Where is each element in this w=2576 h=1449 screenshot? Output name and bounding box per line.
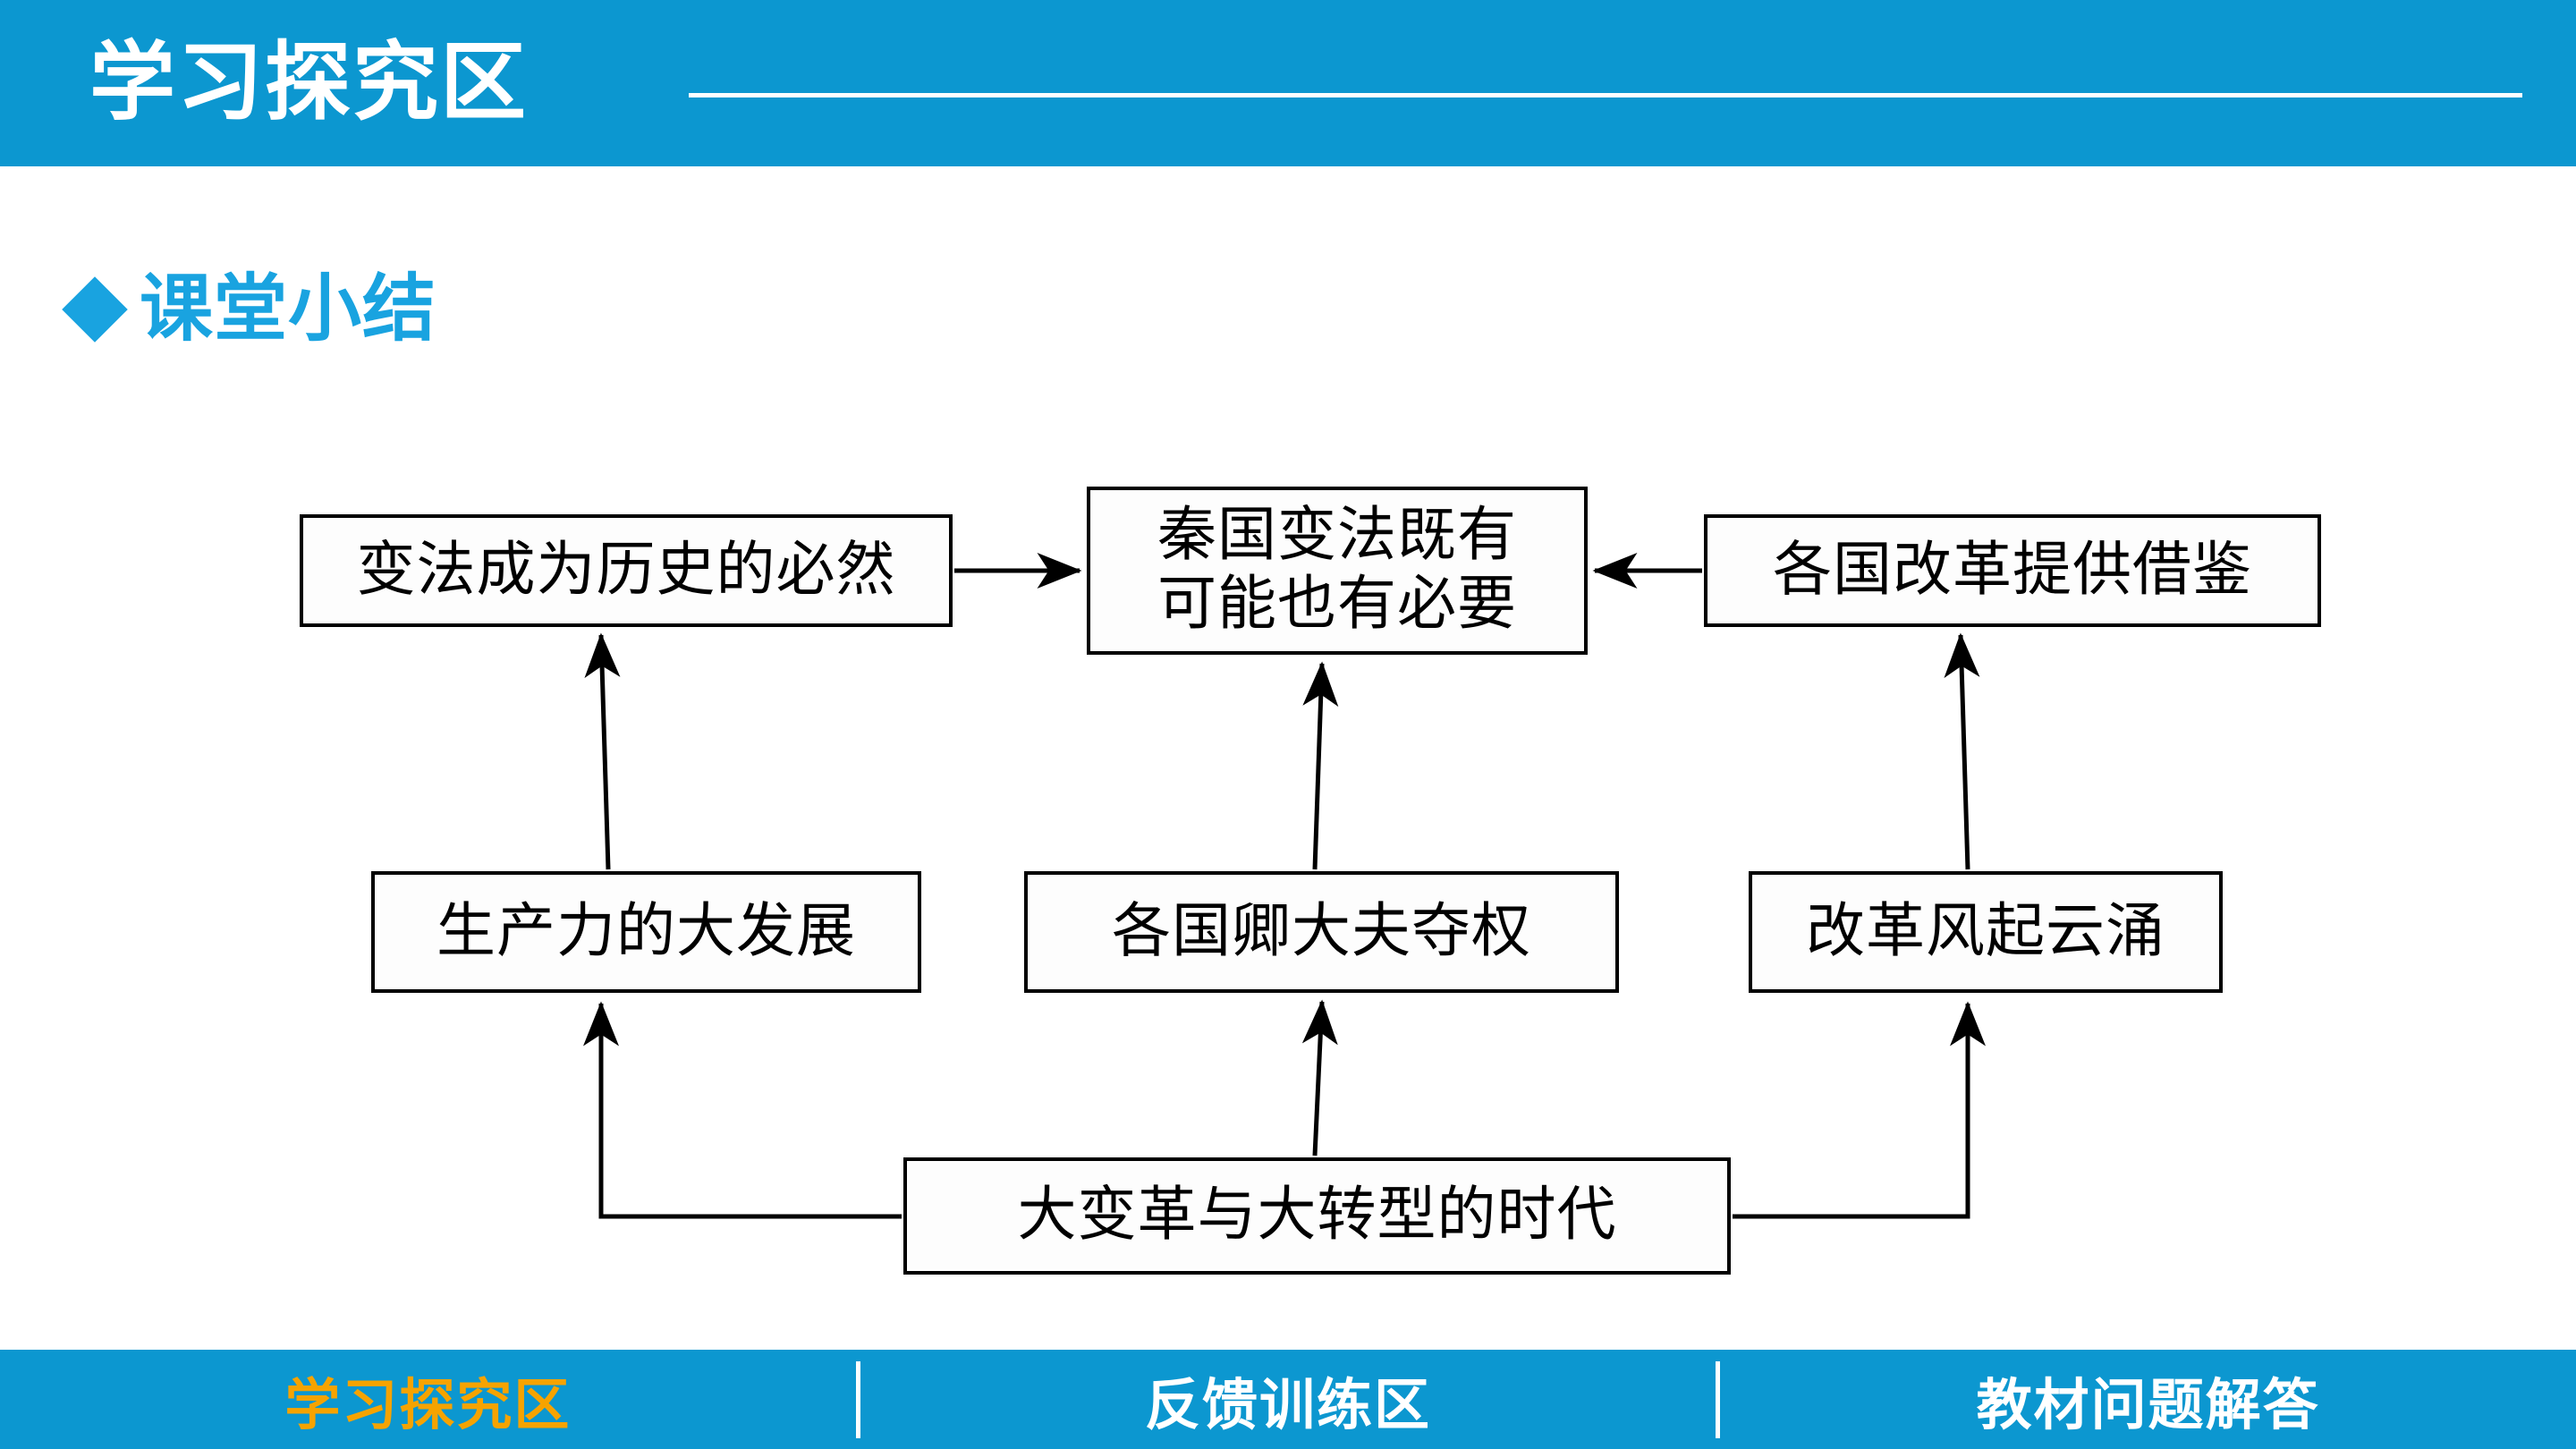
flow-node-n7[interactable]: 大变革与大转型的时代 — [903, 1157, 1731, 1275]
section-heading: 课堂小结 — [62, 265, 437, 354]
edge-n7-to-n5 — [1301, 999, 1338, 1157]
edge-n5-to-n2 — [1302, 661, 1339, 870]
page-title: 学习探究区 — [89, 35, 528, 131]
flow-node-n6[interactable]: 改革风起云涌 — [1749, 871, 2223, 993]
flow-node-n5[interactable]: 各国卿大夫夺权 — [1024, 871, 1619, 993]
header-banner: 学习探究区 — [0, 0, 2576, 166]
edge-n7-to-n6 — [1733, 1001, 1986, 1219]
edge-n4-to-n1 — [584, 632, 621, 870]
flow-node-n3[interactable]: 各国改革提供借鉴 — [1704, 514, 2321, 627]
flow-node-n2[interactable]: 秦国变法既有 可能也有必要 — [1087, 487, 1588, 655]
header-divider-rule — [689, 93, 2522, 97]
footer-tab-xuexi-tanjiu[interactable]: 学习探究区 — [284, 1374, 572, 1436]
section-heading-label: 课堂小结 — [140, 268, 437, 350]
footer-divider-1 — [855, 1360, 860, 1438]
footer-nav: 学习探究区 反馈训练区 教材问题解答 — [0, 1350, 2576, 1449]
footer-tab-jiaocai-wenti[interactable]: 教材问题解答 — [1976, 1374, 2320, 1436]
flow-node-n4[interactable]: 生产力的大发展 — [371, 871, 921, 993]
edge-n7-to-n4 — [583, 1001, 902, 1219]
flow-node-n1[interactable]: 变法成为历史的必然 — [300, 514, 953, 627]
footer-tab-fankui-xunlian[interactable]: 反馈训练区 — [1145, 1374, 1432, 1436]
footer-divider-2 — [1716, 1360, 1721, 1438]
edge-n6-to-n3 — [1944, 632, 1980, 870]
